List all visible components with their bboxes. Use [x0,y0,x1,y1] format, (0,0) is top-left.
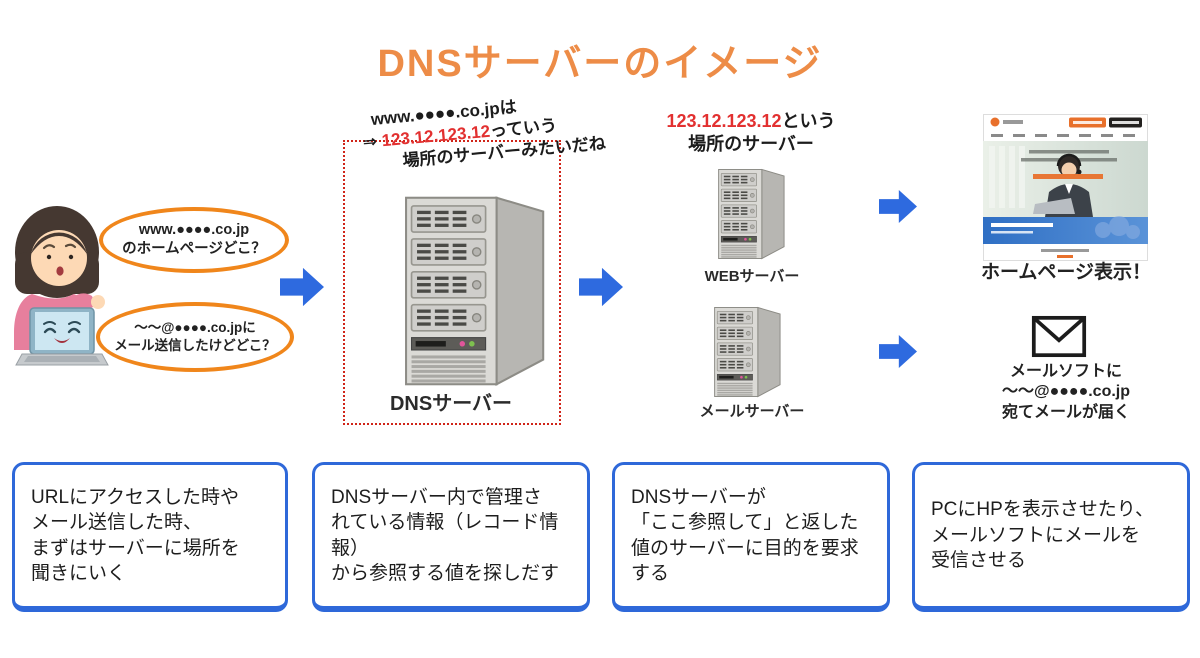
arrow-right-icon [280,267,324,307]
envelope-icon [1031,315,1087,358]
arrow-right-icon [879,189,917,224]
mail-result-caption: メールソフトに ～～@●●●●.co.jp 宛てメールが届く [956,362,1176,423]
step-1-text: URLにアクセスした時や メール送信した時、 まずはサーバーに場所を 聞きにいく [31,486,240,584]
destination-line1: 123.12.123.12という [666,111,836,131]
web-server-label: WEBサーバー [704,268,800,285]
mail-result-line2: ～～@●●●●.co.jp [1001,383,1131,401]
step-2-text: DNSサーバー内で管理さ れている情報（レコード情報） から参照する値を探しだす [331,486,560,584]
step-4-text: PCにHPを表示させたり、 メールソフトにメールを 受信させる [931,499,1155,572]
step-3-text: DNSサーバーが 「ここ参照して」と返した 値のサーバーに目的を要求 する [631,486,859,584]
dns-lookup-note: www.●●●●.co.jpは ⇒ 123.12.123.12っていう 場所のサ… [360,86,645,176]
user-and-laptop-illustration [14,206,109,366]
mail-result-line1: メールソフトに [1009,363,1122,380]
bubble-mail-line2: メール送信したけどどこ？ [114,338,276,353]
step-box-2: DNSサーバー内で管理さ れている情報（レコード情報） から参照する値を探しだす [312,462,590,612]
destination-ip: 123.12.123.12 [666,111,782,131]
bubble-web-line1: www.●●●●.co.jp [138,222,250,239]
mail-server-label: メールサーバー [699,403,805,420]
destination-text: 123.12.123.12という 場所のサーバー [640,110,862,155]
dns-lookup-zone [343,140,561,425]
mail-result-line3: 宛てメールが届く [1001,403,1130,421]
dns-server-label: DNSサーバー [389,393,513,415]
homepage-thumbnail [983,114,1148,261]
arrow-right-icon [879,334,917,369]
speech-bubble-mail: ～～@●●●●.co.jpに メール送信したけどどこ？ [96,302,294,372]
step-box-1: URLにアクセスした時や メール送信した時、 まずはサーバーに場所を 聞きにいく [12,462,288,612]
speech-bubble-web: www.●●●●.co.jp のホームページどこ？ [99,207,289,273]
bubble-mail-line1: ～～@●●●●.co.jpに [134,320,256,336]
destination-line2: 場所のサーバー [688,133,814,154]
homepage-caption: ホームページ表示！ [980,262,1152,283]
dns-server-illustration [396,195,556,387]
bubble-web-line2: のホームページどこ？ [122,241,266,257]
mail-server-illustration [712,303,784,401]
web-server-illustration [716,165,788,263]
step-box-4: PCにHPを表示させたり、 メールソフトにメールを 受信させる [912,462,1190,612]
page-title: DNSサーバーのイメージ [377,43,823,85]
step-box-3: DNSサーバーが 「ここ参照して」と返した 値のサーバーに目的を要求 する [612,462,890,612]
arrow-right-icon [579,267,623,307]
